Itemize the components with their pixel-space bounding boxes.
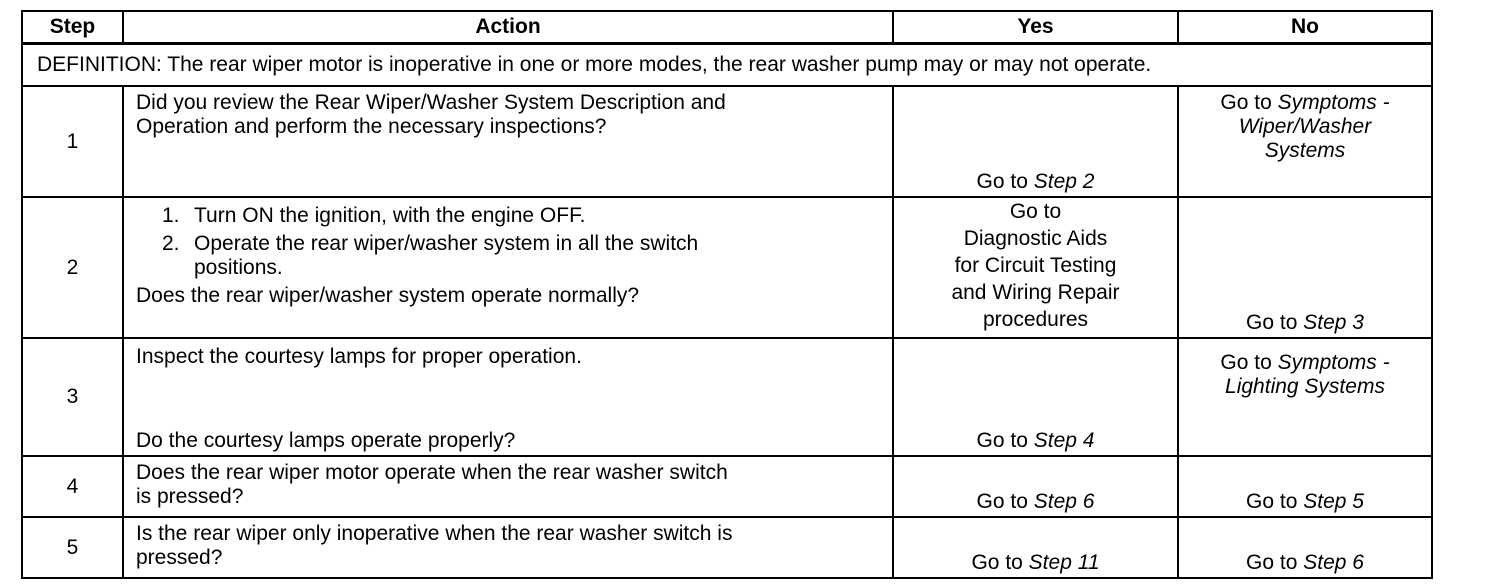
no-symptom-ref: Symptoms - — [1277, 351, 1390, 374]
no-step-ref: Step 6 — [1303, 551, 1364, 574]
yes-line: Diagnostic Aids — [963, 227, 1108, 250]
yes-result: Go to Step 4 — [894, 429, 1177, 453]
no-symptom-ref: Wiper/Washer — [1238, 115, 1372, 138]
no-result: Go to Step 6 — [1179, 551, 1431, 575]
no-cell: Go to Step 6 — [1177, 516, 1433, 579]
action-line: is pressed? — [136, 485, 244, 508]
action-instruction: Inspect the courtesy lamps for proper op… — [136, 345, 582, 368]
action-line: pressed? — [136, 546, 223, 569]
action-cell: 1. Turn ON the ignition, with the engine … — [122, 196, 894, 339]
diagnostic-table: Step Action Yes No DEFINITION: The rear … — [21, 10, 1433, 579]
yes-result: Go to Step 6 — [894, 490, 1177, 514]
header-yes: Yes — [892, 10, 1179, 45]
action-cell: Did you review the Rear Wiper/Washer Sys… — [122, 85, 894, 198]
header-action: Action — [122, 10, 894, 45]
table-row: 1 Did you review the Rear Wiper/Washer S… — [21, 85, 1433, 198]
no-result: Go to Step 5 — [1179, 490, 1431, 514]
yes-line: and Wiring Repair — [951, 281, 1120, 304]
no-prefix: Go to — [1220, 91, 1278, 114]
no-prefix: Go to — [1246, 311, 1304, 334]
action-line: Is the rear wiper only inoperative when … — [136, 522, 733, 545]
yes-cell: Go to Step 11 — [892, 516, 1179, 579]
header-no: No — [1177, 10, 1433, 45]
table-row: 4 Does the rear wiper motor operate when… — [21, 455, 1433, 518]
table-row: 2 1. Turn ON the ignition, with the engin… — [21, 196, 1433, 339]
yes-cell: Go to Step 4 — [892, 337, 1179, 457]
no-symptom-ref: Symptoms - — [1277, 91, 1390, 114]
yes-result: Go to Step 11 — [894, 551, 1177, 575]
action-cell: Inspect the courtesy lamps for proper op… — [122, 337, 894, 457]
no-result: Go to Symptoms - Lighting Systems — [1179, 339, 1431, 399]
action-step-number: 1. — [162, 204, 180, 227]
header-row: Step Action Yes No — [21, 10, 1433, 45]
no-step-ref: Step 5 — [1303, 490, 1364, 513]
action-step: 1. Turn ON the ignition, with the engine … — [162, 204, 884, 228]
table-row: 3 Inspect the courtesy lamps for proper … — [21, 337, 1433, 457]
yes-prefix: Go to — [971, 551, 1029, 574]
table-row: 5 Is the rear wiper only inoperative whe… — [21, 516, 1433, 579]
action-question: Does the rear wiper/washer system operat… — [136, 284, 640, 307]
action-line: Operation and perform the necessary insp… — [136, 115, 607, 138]
header-step: Step — [21, 10, 124, 45]
step-number: 3 — [21, 337, 124, 457]
yes-cell: Go to Diagnostic Aids for Circuit Testin… — [892, 196, 1179, 339]
no-cell: Go to Symptoms - Lighting Systems — [1177, 337, 1433, 457]
step-number: 4 — [21, 455, 124, 518]
action-cell: Is the rear wiper only inoperative when … — [122, 516, 894, 579]
yes-line: Go to — [1009, 200, 1062, 223]
definition-row: DEFINITION: The rear wiper motor is inop… — [21, 42, 1433, 87]
no-prefix: Go to — [1220, 351, 1278, 374]
yes-prefix: Go to — [976, 170, 1034, 193]
yes-line: for Circuit Testing — [954, 254, 1117, 277]
action-step-text: Operate the rear wiper/washer system in … — [194, 232, 699, 255]
yes-line: procedures — [982, 308, 1089, 331]
no-symptom-ref: Lighting Systems — [1225, 375, 1385, 398]
action-line: Did you review the Rear Wiper/Washer Sys… — [136, 91, 726, 114]
action-step-number: 2. — [162, 232, 180, 255]
action-question: Do the courtesy lamps operate properly? — [136, 429, 516, 452]
yes-cell: Go to Step 2 — [892, 85, 1179, 198]
no-symptom-ref: Systems — [1264, 139, 1346, 162]
no-cell: Go to Step 3 — [1177, 196, 1433, 339]
no-cell: Go to Step 5 — [1177, 455, 1433, 518]
yes-step-ref: Step 4 — [1033, 429, 1095, 452]
no-result: Go to Step 3 — [1179, 311, 1431, 335]
no-step-ref: Step 3 — [1303, 311, 1364, 334]
yes-prefix: Go to — [976, 429, 1034, 452]
action-step-text: Turn ON the ignition, with the engine OF… — [194, 204, 586, 227]
definition-text: DEFINITION: The rear wiper motor is inop… — [21, 42, 1433, 87]
action-cell: Does the rear wiper motor operate when t… — [122, 455, 894, 518]
yes-cell: Go to Step 6 — [892, 455, 1179, 518]
action-steps: 1. Turn ON the ignition, with the engine … — [136, 204, 884, 280]
yes-step-ref: Step 11 — [1028, 551, 1100, 574]
yes-step-ref: Step 6 — [1033, 490, 1095, 513]
step-number: 2 — [21, 196, 124, 339]
action-step: 2. Operate the rear wiper/washer system i… — [162, 232, 884, 280]
yes-prefix: Go to — [976, 490, 1034, 513]
action-line: Does the rear wiper motor operate when t… — [136, 461, 728, 484]
no-cell: Go to Symptoms - Wiper/Washer Systems — [1177, 85, 1433, 198]
yes-result: Go to Step 2 — [894, 170, 1177, 194]
no-prefix: Go to — [1246, 551, 1304, 574]
yes-result: Go to Diagnostic Aids for Circuit Testin… — [894, 198, 1177, 333]
no-result: Go to Symptoms - Wiper/Washer Systems — [1179, 87, 1431, 163]
step-number: 5 — [21, 516, 124, 579]
step-number: 1 — [21, 85, 124, 198]
action-step-text: positions. — [194, 256, 283, 279]
no-prefix: Go to — [1246, 490, 1304, 513]
yes-step-ref: Step 2 — [1033, 170, 1095, 193]
